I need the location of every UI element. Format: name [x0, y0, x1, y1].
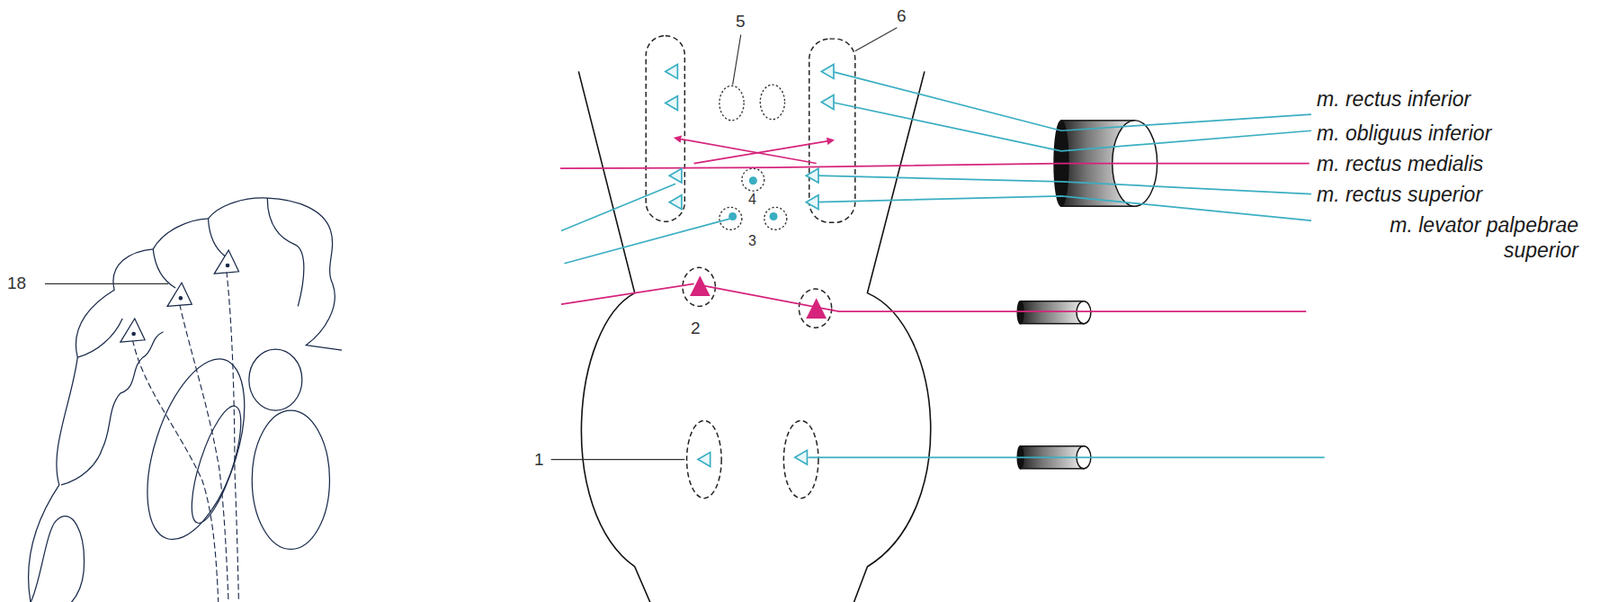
dotted-nucleus — [759, 84, 785, 120]
callout-number: 5 — [735, 11, 746, 32]
nerve-fibre-magenta — [704, 286, 1306, 312]
nerve-cylinder — [1017, 120, 1157, 469]
pyramidal-tract — [132, 271, 239, 602]
motor-neuron — [665, 63, 834, 466]
nucleus-outline — [645, 35, 856, 499]
muscle-label: m. rectus inferior — [1316, 86, 1471, 112]
nerve-fibre — [816, 196, 1312, 221]
motor-neuron — [805, 168, 819, 183]
motor-neuron — [821, 63, 834, 79]
pyramidal-tract — [132, 339, 218, 602]
callout-number: 6 — [896, 6, 907, 27]
nucleus-outline — [798, 288, 832, 328]
nerve-cylinder — [1020, 301, 1084, 324]
motor-neuron — [795, 449, 808, 465]
brainstem-outline — [578, 71, 652, 602]
callout-number: 1 — [534, 449, 545, 470]
pyramidal-tract — [226, 271, 240, 602]
neuron-dot — [728, 176, 778, 221]
brainstem-outline — [853, 71, 931, 602]
muscle-label: m. obliguus inferior — [1316, 120, 1492, 146]
gyrus-line — [207, 218, 226, 258]
leader-line — [732, 35, 742, 86]
nerve-fibre — [563, 218, 731, 264]
callout-number: 3 — [748, 232, 757, 250]
nerve-fibre — [561, 183, 676, 231]
motor-neuron — [665, 63, 679, 79]
nerve-fibre — [831, 71, 1312, 131]
motor-neuron — [669, 195, 682, 210]
gyrus-line — [152, 249, 176, 288]
muscle-label: m. levator palpebrae superior — [1315, 212, 1579, 263]
gyrus-line — [77, 318, 123, 358]
nerve-fibre-magenta — [694, 141, 830, 164]
lentiform-nucleus — [127, 347, 264, 552]
nerve-fibre — [831, 101, 1312, 151]
nucleus-outline — [687, 420, 723, 498]
gyrus-line — [61, 393, 121, 485]
dotted-nucleus — [719, 206, 742, 230]
neuron-dot — [728, 212, 737, 221]
dotted-nucleus — [719, 85, 744, 121]
nerve-fibre — [808, 455, 1325, 458]
pyramidal-neuron — [120, 250, 240, 342]
muscle-label: m. rectus medialis — [1316, 151, 1484, 177]
nerve-fibre — [816, 175, 1312, 194]
nerve-fibre-magenta — [679, 138, 817, 163]
temporal-lobe — [30, 516, 84, 602]
nerve-fibre-magenta — [560, 138, 1310, 312]
nerve-fibre-magenta — [560, 163, 1310, 170]
nerve-fibre — [561, 71, 1325, 457]
motor-neuron-magenta — [689, 275, 711, 296]
pyramidal-neuron — [132, 331, 135, 335]
motor-neuron-magenta — [805, 297, 827, 319]
callout-number: 4 — [748, 191, 757, 208]
pyramidal-neuron — [214, 250, 239, 274]
callout-number: 2 — [690, 318, 701, 339]
motor-neuron — [805, 195, 819, 210]
motor-neuron — [821, 95, 834, 110]
gyrus-line — [267, 197, 304, 306]
leader-line — [551, 458, 686, 460]
brain-section — [28, 197, 342, 602]
pyramidal-neuron — [225, 263, 229, 267]
caudate — [249, 348, 303, 411]
thalamus — [251, 410, 330, 549]
motor-neuron-magenta — [689, 275, 827, 319]
motor-neuron — [665, 96, 679, 111]
pyramidal-tract — [179, 303, 229, 602]
cortex-outline — [28, 197, 342, 602]
leader-line — [855, 27, 898, 52]
nucleus-outline — [809, 38, 856, 223]
callout-number: 18 — [7, 273, 27, 294]
muscle-label: m. rectus superior — [1316, 181, 1483, 207]
motor-neuron — [669, 168, 682, 183]
brainstem-outline — [578, 71, 930, 602]
leader-line — [44, 283, 169, 285]
nerve-fibre-magenta — [561, 283, 694, 304]
nerve-cylinder — [1017, 301, 1024, 324]
neuron-dot — [749, 176, 758, 185]
nucleus-outline — [783, 420, 819, 498]
pyramidal-neuron — [178, 296, 182, 300]
motor-neuron — [697, 452, 711, 467]
dotted-nucleus — [741, 168, 765, 191]
illustration — [28, 27, 1325, 602]
pyramidal-neuron — [120, 318, 145, 342]
leader-line — [551, 27, 898, 460]
nerve-cylinder — [1076, 301, 1091, 324]
neuron-dot — [768, 212, 778, 221]
dotted-nucleus — [764, 206, 787, 230]
pyramidal-neuron — [167, 282, 192, 306]
globus-pallidus — [181, 401, 251, 528]
